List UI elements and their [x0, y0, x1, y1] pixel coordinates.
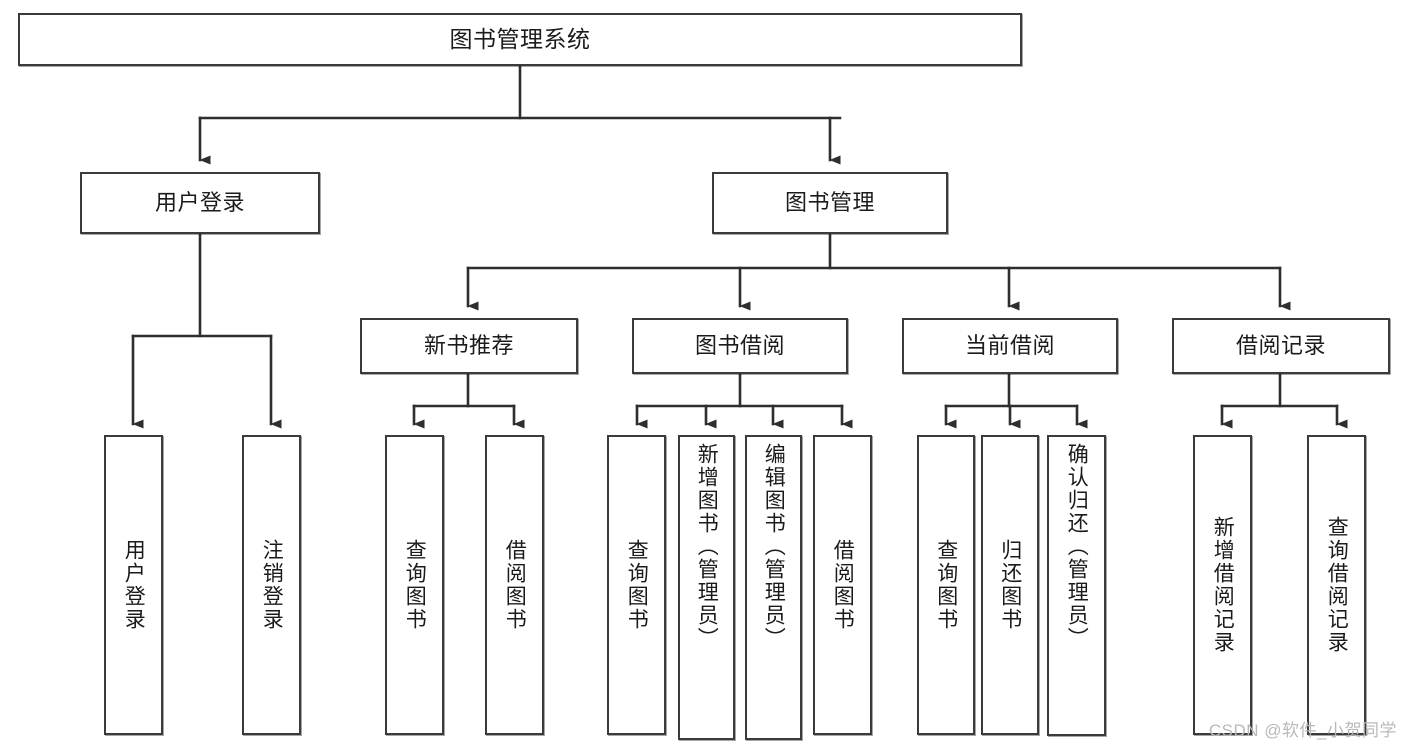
node-label: 确认归还（管理员） [1065, 443, 1089, 650]
node-root-system[interactable]: 图书管理系统 [18, 13, 1022, 66]
node-label: 注销登录 [260, 539, 284, 631]
node-leaf-user-login[interactable]: 用户登录 [104, 435, 163, 735]
node-book-borrow[interactable]: 图书借阅 [632, 318, 848, 374]
node-leaf-query-book-1[interactable]: 查询图书 [385, 435, 444, 735]
node-label: 图书管理系统 [449, 25, 591, 52]
node-label: 借阅记录 [1235, 332, 1326, 358]
node-leaf-edit-book[interactable]: 编辑图书（管理员） [745, 435, 802, 740]
node-borrow-record[interactable]: 借阅记录 [1172, 318, 1390, 374]
node-user-login[interactable]: 用户登录 [80, 172, 320, 234]
node-new-book-recommend[interactable]: 新书推荐 [360, 318, 578, 374]
node-book-management[interactable]: 图书管理 [712, 172, 948, 234]
node-label: 用户登录 [122, 539, 146, 631]
node-label: 借阅图书 [503, 539, 527, 631]
watermark-text: CSDN @软件_小贺同学 [1208, 721, 1397, 740]
node-leaf-borrow-book-1[interactable]: 借阅图书 [485, 435, 544, 735]
node-label: 新增图书（管理员） [695, 443, 719, 650]
node-label: 查询图书 [403, 539, 427, 631]
node-label: 图书管理 [784, 189, 875, 215]
node-leaf-add-record[interactable]: 新增借阅记录 [1193, 435, 1252, 735]
node-label: 查询图书 [934, 539, 958, 631]
node-label: 借阅图书 [831, 539, 855, 631]
node-leaf-query-book-3[interactable]: 查询图书 [917, 435, 975, 735]
node-label: 图书借阅 [694, 332, 785, 358]
node-leaf-query-book-2[interactable]: 查询图书 [607, 435, 666, 735]
node-label: 编辑图书（管理员） [762, 443, 786, 650]
node-label: 当前借阅 [964, 332, 1055, 358]
node-label: 查询图书 [625, 539, 649, 631]
node-label: 用户登录 [154, 189, 245, 215]
node-leaf-add-book[interactable]: 新增图书（管理员） [678, 435, 735, 740]
node-label: 查询借阅记录 [1325, 516, 1349, 654]
node-leaf-user-logout[interactable]: 注销登录 [242, 435, 301, 735]
node-leaf-return-book[interactable]: 归还图书 [981, 435, 1039, 735]
node-label: 归还图书 [998, 539, 1022, 631]
node-leaf-confirm-return[interactable]: 确认归还（管理员） [1047, 435, 1106, 736]
node-label: 新书推荐 [423, 332, 514, 358]
node-leaf-borrow-book-2[interactable]: 借阅图书 [813, 435, 872, 735]
node-label: 新增借阅记录 [1211, 516, 1235, 654]
node-leaf-query-record[interactable]: 查询借阅记录 [1307, 435, 1366, 735]
node-current-borrow[interactable]: 当前借阅 [902, 318, 1118, 374]
